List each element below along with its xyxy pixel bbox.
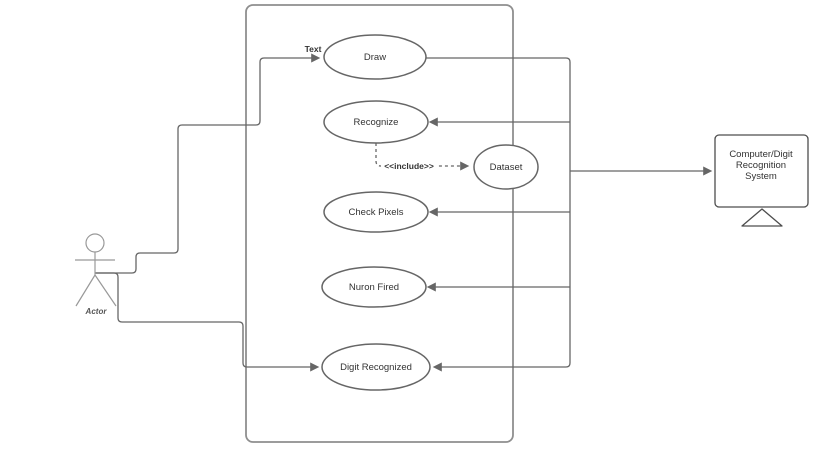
use-case-nuron-fired: Nuron Fired [321, 266, 427, 308]
use-case-digit-recognized-ellipse [321, 343, 431, 391]
computer-stand-icon [741, 208, 783, 227]
use-case-recognize-ellipse [323, 100, 429, 144]
use-case-nuron-fired-label: Nuron Fired [349, 282, 399, 293]
use-case-draw: Draw [323, 34, 427, 80]
edge-actor-to-digit-recognized [95, 272, 320, 372]
use-case-dataset: Dataset [473, 144, 539, 190]
actor-head [85, 233, 105, 253]
use-case-digit-recognized: Digit Recognized [321, 343, 431, 391]
computer-label-line3: System [745, 171, 777, 182]
use-case-draw-ellipse [323, 34, 427, 80]
actor-figure: Actor [75, 233, 117, 316]
computer-node: Computer/Digit Recognition System [714, 134, 809, 227]
computer-label-line1: Computer/Digit [729, 149, 793, 160]
use-case-check-pixels-label: Check Pixels [349, 207, 404, 218]
actor-label: Actor [85, 307, 108, 316]
use-case-digit-recognized-label: Digit Recognized [340, 362, 412, 373]
use-case-draw-label: Draw [364, 52, 386, 63]
include-label-background [381, 160, 437, 171]
edge-actor-to-draw [95, 53, 321, 274]
include-label: <<include>> [384, 161, 434, 171]
edge-label-text: Text [305, 44, 322, 54]
use-case-check-pixels-ellipse [323, 191, 429, 233]
use-case-check-pixels: Check Pixels [323, 191, 429, 233]
edges [95, 53, 713, 372]
edge-include-recognize-to-dataset [375, 143, 470, 171]
computer-label-line2: Recognition [736, 160, 786, 171]
use-case-dataset-ellipse [473, 144, 539, 190]
use-case-recognize-label: Recognize [354, 117, 399, 128]
use-case-recognize: Recognize [323, 100, 429, 144]
computer-screen [714, 134, 809, 208]
use-case-dataset-label: Dataset [490, 162, 523, 173]
use-case-nuron-fired-ellipse [321, 266, 427, 308]
actor-body [75, 252, 117, 307]
